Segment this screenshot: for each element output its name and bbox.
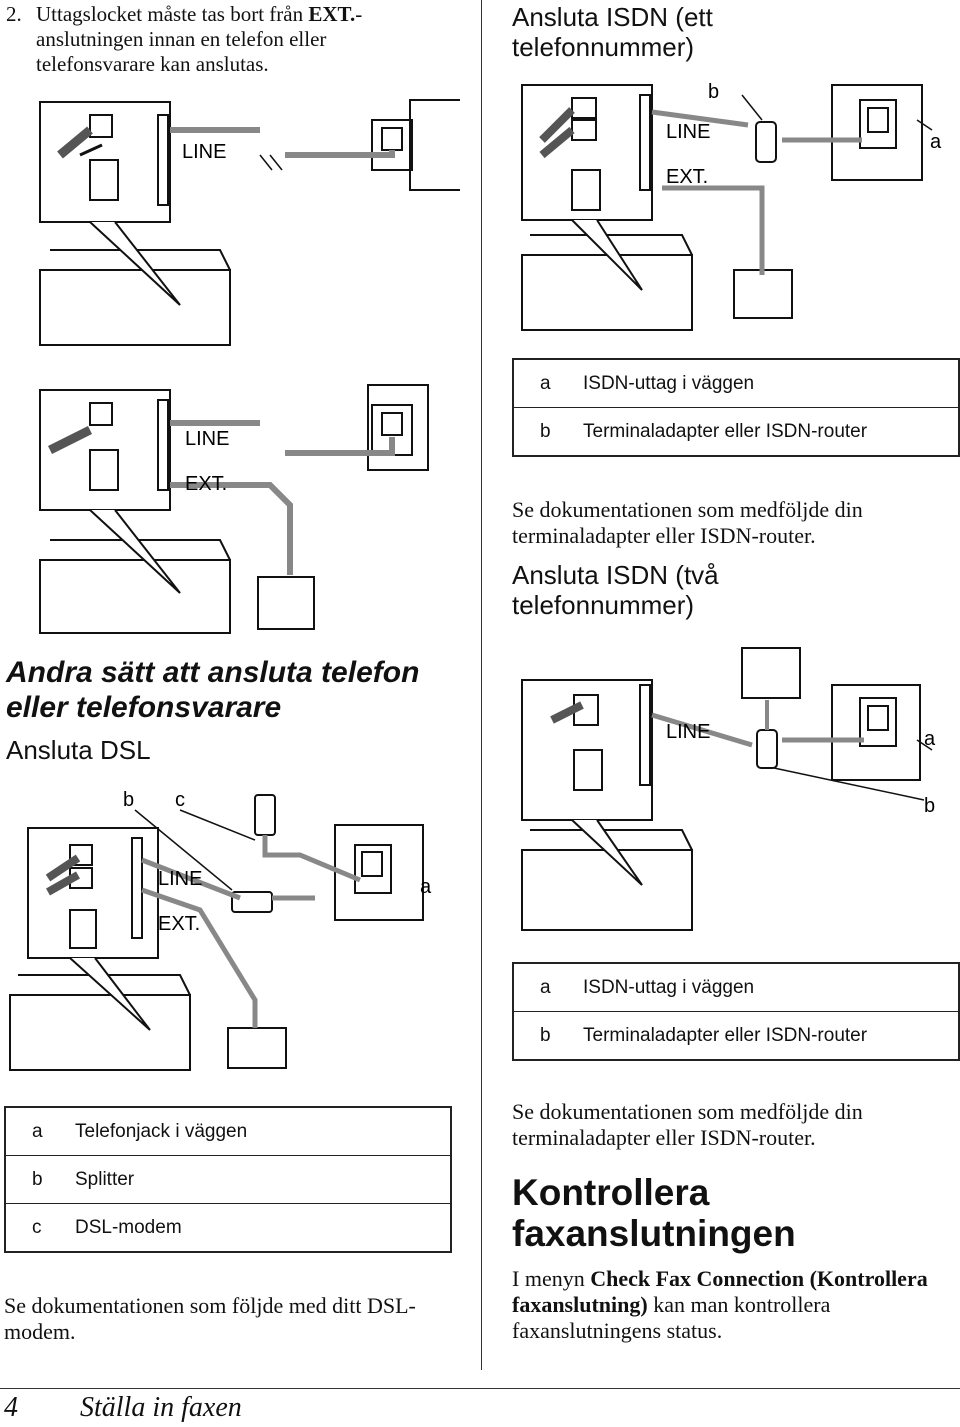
fig2-line-label: LINE (185, 428, 229, 450)
footer-rule (0, 1388, 960, 1389)
heading-kontrollera: Kontrollera faxanslutningen (512, 1172, 796, 1254)
fig-dsl-a: a (420, 876, 432, 898)
body-text-bold: Check Fax Connection (Kontrollera faxans… (512, 1266, 928, 1317)
step-text-bold: EXT. (308, 2, 356, 26)
fig-dsl-b: b (123, 789, 134, 811)
fig-isdn1-ext: EXT. (666, 166, 708, 188)
legend-value: Terminaladapter eller ISDN-router (583, 1011, 959, 1061)
column-divider (481, 0, 482, 1370)
fig-isdn1-line: LINE (666, 121, 710, 143)
figure-remove-ext-cap: LINE (20, 90, 460, 350)
note-dsl: Se dokumentationen som följde med ditt D… (4, 1293, 416, 1344)
legend-key: b (513, 1011, 583, 1061)
note-isdn-one: Se dokumentationen som medföljde din ter… (512, 497, 863, 548)
fig1-line-label: LINE (182, 141, 226, 163)
fig-isdn2-line: LINE (666, 721, 710, 743)
step-text: Uttagslocket måste tas bort från EXT.-an… (36, 2, 406, 77)
body-text-part: I menyn (512, 1266, 591, 1291)
fig-isdn2-a: a (924, 728, 936, 750)
printer-body (39, 269, 231, 346)
figure-phone-on-ext: LINE EXT. (20, 375, 460, 640)
body-text-part-2: kan man kontrollera faxanslutningens sta… (512, 1292, 831, 1343)
legend-key: b (5, 1155, 75, 1204)
legend-value: Terminaladapter eller ISDN-router (583, 407, 959, 457)
telephone (733, 269, 793, 319)
legend-value: ISDN-uttag i väggen (583, 962, 959, 1012)
heading-other-ways: Andra sätt att ansluta telefon eller tel… (6, 656, 420, 724)
legend-value: DSL-modem (75, 1203, 451, 1253)
legend-key: b (513, 407, 583, 457)
page-number: 4 (4, 1392, 18, 1423)
legend-value: ISDN-uttag i väggen (583, 358, 959, 408)
fig-dsl-line: LINE (158, 868, 202, 890)
fig-dsl-ext: EXT. (158, 913, 200, 935)
chapter-title: Ställa in faxen (80, 1392, 242, 1423)
printer-port-panel (39, 101, 171, 223)
fig-isdn1-b: b (708, 81, 719, 103)
step-text-part: Uttagslocket måste tas bort från (36, 2, 309, 26)
legend-value: Telefonjack i väggen (75, 1106, 451, 1156)
figure-dsl: b c LINE EXT. a (0, 780, 470, 1075)
legend-key: a (513, 962, 583, 1012)
step-text-part-2: -anslutningen innan en telefon eller tel… (36, 2, 363, 76)
fig-isdn2-b: b (924, 795, 935, 817)
legend-key: a (513, 358, 583, 408)
section-title-dsl: Ansluta DSL (6, 735, 151, 765)
legend-value: Splitter (75, 1155, 451, 1204)
figure-isdn-one: LINE EXT. b a (512, 80, 960, 340)
legend-key: c (5, 1203, 75, 1253)
kontroll-body: I menyn Check Fax Connection (Kontroller… (512, 1266, 952, 1344)
note-isdn-two: Se dokumentationen som medföljde din ter… (512, 1099, 863, 1150)
step-number: 2. (6, 2, 22, 26)
legend-key: a (5, 1106, 75, 1156)
fig-isdn1-a: a (930, 131, 942, 153)
figure-isdn-two: LINE a b (512, 640, 960, 940)
terminal-adapter (755, 121, 777, 163)
splitter (254, 794, 276, 836)
dsl-modem (231, 891, 273, 913)
section-title-isdn-one: Ansluta ISDN (ett telefonnummer) (512, 2, 713, 62)
section-title-isdn-two: Ansluta ISDN (två telefonnummer) (512, 560, 719, 620)
fig2-ext-label: EXT. (185, 473, 227, 495)
fig-dsl-c: c (175, 789, 185, 811)
